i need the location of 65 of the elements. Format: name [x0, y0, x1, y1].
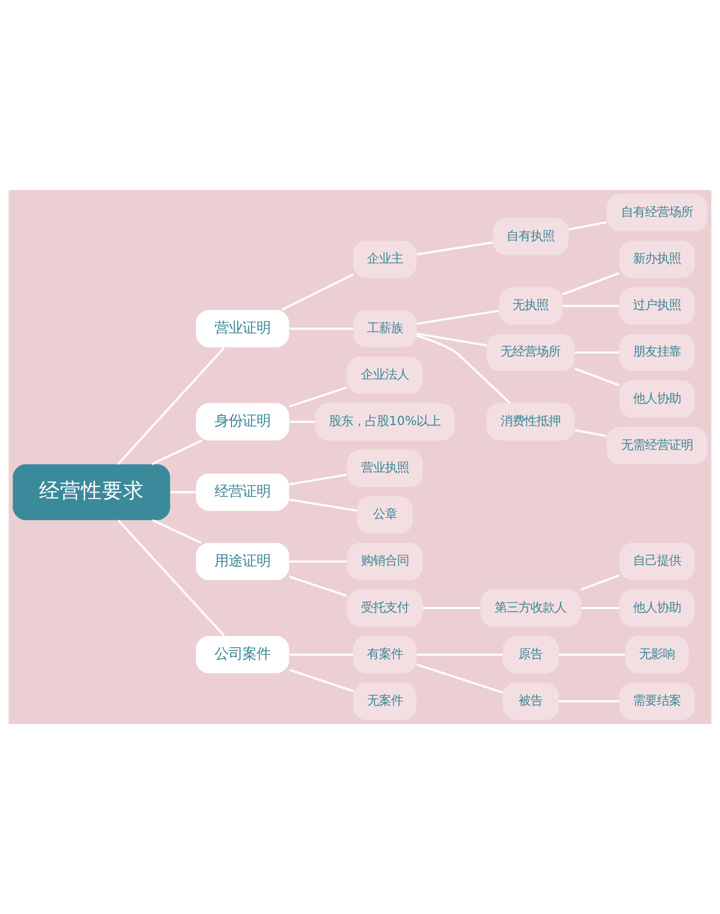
node-box: 企业主	[353, 240, 416, 278]
node-box: 第三方收款人	[480, 589, 581, 627]
node-box: 工薪族	[353, 310, 416, 348]
node-box: 无需经营证明	[606, 427, 708, 464]
connector	[562, 304, 619, 307]
connector	[170, 491, 196, 494]
node-box: 原告	[502, 636, 559, 674]
connector	[581, 607, 619, 610]
node-box: 需要结案	[619, 682, 695, 720]
node-box: 无执照	[499, 287, 562, 325]
connector	[416, 654, 503, 656]
connector	[151, 440, 202, 466]
connector	[568, 221, 607, 230]
node-box: 有案件	[353, 636, 416, 674]
node-box: 朋友挂靠	[619, 334, 695, 372]
connector	[580, 574, 620, 591]
node-box: 企业法人	[347, 356, 423, 394]
connector	[290, 420, 315, 423]
connector	[422, 607, 480, 610]
node-box: 自己提供	[619, 542, 695, 580]
connector	[290, 560, 347, 563]
node-box: 公司案件	[196, 636, 290, 674]
node-box: 公章	[356, 496, 413, 534]
connector	[281, 274, 354, 311]
node-box: 营业执照	[347, 450, 423, 487]
node-box: 他人协助	[619, 380, 695, 418]
node-box: 自有经营场所	[606, 194, 708, 232]
node-box: 新办执照	[619, 240, 695, 278]
connector	[558, 654, 626, 656]
node-box: 用途证明	[196, 542, 290, 580]
node-box: 营业证明	[196, 310, 290, 348]
connector	[118, 520, 225, 636]
connector	[416, 310, 500, 325]
node-box: 被告	[502, 682, 559, 720]
node-box: 无影响	[625, 636, 689, 674]
connector	[416, 664, 504, 694]
node-box: 消费性抵押	[486, 403, 575, 440]
connector	[290, 654, 354, 656]
node-box: 股东，占股10%以上	[314, 403, 455, 440]
node-box: 经营证明	[196, 474, 290, 511]
node-box: 经营性要求	[12, 464, 170, 520]
connector	[562, 272, 620, 296]
connector	[288, 386, 348, 408]
connector	[289, 474, 347, 486]
connector	[574, 351, 620, 354]
node-box: 身份证明	[196, 403, 290, 440]
connector	[290, 328, 354, 330]
node-box: 购销合同	[347, 542, 423, 580]
connector	[416, 334, 510, 404]
node-box: 他人协助	[619, 589, 695, 627]
connector	[289, 576, 347, 597]
node-box: 无经营场所	[486, 334, 575, 372]
connector	[416, 332, 487, 346]
connector	[289, 498, 357, 512]
connector	[558, 700, 620, 702]
node-box: 过户执照	[619, 287, 695, 325]
connector	[416, 241, 493, 256]
node-box: 自有执照	[492, 218, 569, 256]
connector	[117, 347, 225, 465]
connector	[574, 429, 607, 438]
connector	[574, 368, 620, 386]
node-box: 受托支付	[347, 589, 423, 627]
node-box: 无案件	[353, 682, 416, 720]
connector	[152, 519, 202, 544]
connector	[289, 668, 354, 692]
